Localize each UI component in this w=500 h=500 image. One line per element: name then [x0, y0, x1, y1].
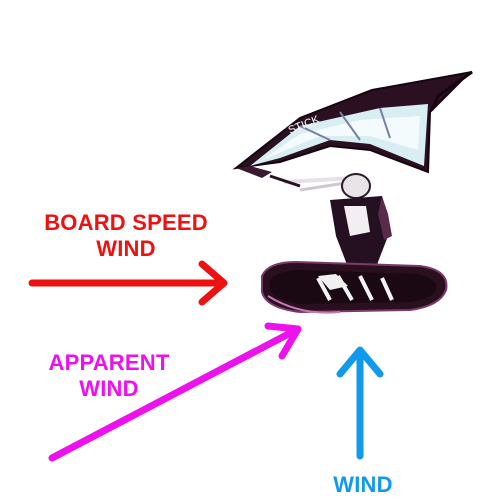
- wing-sail: STICK: [232, 70, 473, 178]
- wind-label: WIND: [318, 472, 408, 498]
- board-speed-arrow: [28, 260, 228, 306]
- apparent-label-line1: APPARENT: [48, 350, 170, 375]
- board: [261, 260, 448, 314]
- wind-label-line1: WIND: [333, 472, 393, 497]
- apparent-wind-label: APPARENT WIND: [14, 350, 204, 403]
- board-speed-label-line2: WIND: [96, 236, 156, 262]
- apparent-label-line2: WIND: [79, 376, 139, 402]
- board-speed-label-line1: BOARD SPEED: [44, 210, 208, 235]
- wing-foil-rider-illustration: STICK: [232, 70, 473, 314]
- apparent-wind-arrow: [48, 322, 302, 462]
- board-speed-wind-label: BOARD SPEED WIND: [26, 210, 226, 263]
- wind-arrow: [336, 346, 384, 460]
